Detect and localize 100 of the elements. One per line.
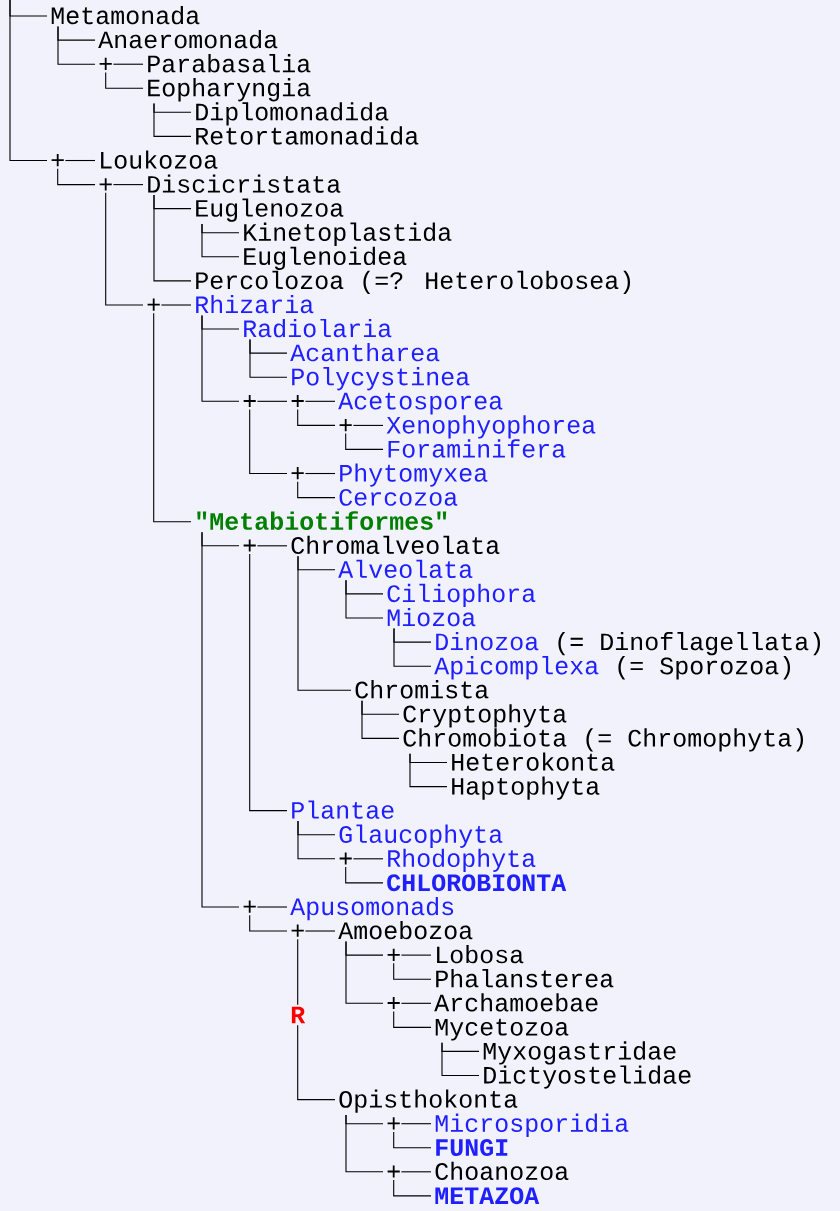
taxon-label: Dinozoa (= Dinoflagellata)	[436, 632, 820, 656]
taxon-label: "Metabiotiformes"	[197, 511, 447, 530]
junction-plus: +	[243, 539, 256, 552]
branch-line	[400, 1002, 432, 1004]
branch-line	[297, 938, 336, 1101]
taxon-label: Xenophyophorea	[386, 415, 596, 439]
branch-line	[393, 627, 432, 667]
branch-line	[304, 400, 336, 402]
taxon-label: Chromalveolata	[291, 535, 500, 555]
taxon-label: Opisthokonta	[339, 1089, 518, 1113]
taxon-label: Ciliophora	[387, 583, 536, 608]
taxon-label: Lobosa	[437, 945, 524, 964]
taxon-label: Kinetoplastida	[244, 222, 452, 246]
taxon-label: Retortamonadida	[196, 126, 419, 145]
branch-line	[393, 962, 432, 980]
taxon-label: Polycystinea	[292, 367, 470, 391]
junction-plus: +	[51, 154, 64, 167]
taxon-label: Metamonada	[51, 5, 200, 25]
junction-plus: +	[243, 394, 256, 408]
taxon-label: Heterokonta	[452, 752, 615, 771]
branch-line	[297, 555, 352, 691]
branch-line	[153, 103, 192, 137]
junction-plus: +	[387, 1117, 400, 1130]
taxon-label: Euglenozoa	[196, 198, 344, 222]
branch-line	[304, 472, 336, 475]
taxon-label: METAZOA	[435, 1187, 540, 1205]
branch-line	[201, 223, 240, 258]
branch-line	[345, 579, 384, 619]
junction-plus: +	[243, 900, 256, 913]
branch-line	[112, 63, 144, 65]
taxon-label: Myxogastridae	[483, 1041, 676, 1065]
branch-line	[112, 184, 144, 186]
branch-line	[345, 433, 384, 450]
junction-plus: +	[339, 419, 352, 432]
branch-line	[153, 194, 192, 282]
taxon-label: Chromobiota (= Chromophyta)	[403, 728, 804, 752]
taxon-label: CHLOROBIONTA	[387, 874, 567, 892]
taxon-label: Foraminifera	[388, 439, 566, 458]
branch-line	[105, 71, 144, 89]
taxon-label: Apicomplexa (= Sporozoa)	[434, 656, 790, 680]
junction-plus: +	[291, 467, 304, 480]
branch-line	[256, 545, 288, 547]
taxon-label: Chromista	[355, 680, 489, 699]
junction-plus: +	[387, 996, 400, 1010]
branch-line	[249, 553, 288, 812]
taxon-label: Dictyostelidae	[484, 1065, 691, 1089]
taxon-label: Discicristata	[148, 174, 341, 193]
junction-plus: +	[99, 178, 112, 191]
taxon-label: Parabasalia	[148, 54, 311, 73]
taxon-label: Diplomonadida	[196, 102, 389, 126]
branch-line	[249, 338, 288, 378]
taxon-label: Acantharea	[290, 343, 440, 362]
taxon-label: Glaucophyta	[339, 824, 503, 848]
branch-line	[256, 400, 288, 402]
taxon-label: Plantae	[292, 800, 394, 819]
branch-line	[201, 531, 240, 908]
branch-line	[57, 168, 96, 186]
taxon-label: Alveolata	[338, 559, 473, 579]
branch-line	[153, 312, 192, 523]
branch-line	[297, 408, 336, 426]
branch-line	[345, 866, 384, 884]
junction-plus: +	[291, 924, 304, 937]
branch-line	[352, 424, 384, 426]
branch-line	[64, 159, 96, 162]
branch-line	[345, 1114, 384, 1173]
branch-line	[393, 1010, 432, 1028]
junction-plus: +	[339, 852, 352, 865]
branch-line	[393, 1179, 432, 1197]
taxon-label: Archamoebae	[434, 993, 598, 1012]
branch-line	[304, 930, 336, 932]
branch-line	[409, 753, 448, 788]
junction-plus: +	[147, 298, 160, 311]
taxon-label: Phytomyxea	[340, 463, 488, 487]
branch-line	[393, 1131, 432, 1149]
taxon-label: Acetosporea	[338, 392, 503, 415]
branch-line	[352, 858, 384, 860]
taxon-label: Cryptophyta	[403, 704, 567, 728]
branch-line	[249, 914, 288, 932]
taxon-label: Rhizaria	[196, 294, 314, 314]
junction-plus: +	[387, 1165, 400, 1178]
branch-line	[9, 0, 48, 162]
branch-line	[160, 304, 192, 306]
taxon-label: Loukozoa	[101, 150, 218, 169]
taxon-label: Apusomonads	[290, 896, 454, 921]
junction-plus: +	[99, 57, 112, 70]
branch-line	[57, 26, 96, 65]
junction-plus: +	[387, 948, 400, 961]
taxon-label: Rhodophyta	[388, 848, 536, 872]
taxon-label: Amoebozoa	[338, 920, 473, 940]
taxon-label: Phalansterea	[436, 969, 614, 988]
taxon-label: Percolozoa (=? Heterolobosea)	[196, 270, 630, 295]
branch-line	[256, 906, 288, 908]
branch-line	[400, 1123, 432, 1125]
taxon-label: Eopharyngia	[148, 78, 311, 102]
taxon-label: Haptophyta	[452, 776, 600, 800]
taxon-label: FUNGI	[436, 1139, 508, 1157]
branch-line	[361, 700, 400, 739]
branch-line	[345, 940, 384, 1004]
taxon-label: Radiolaria	[244, 318, 392, 338]
branch-line	[297, 820, 336, 860]
